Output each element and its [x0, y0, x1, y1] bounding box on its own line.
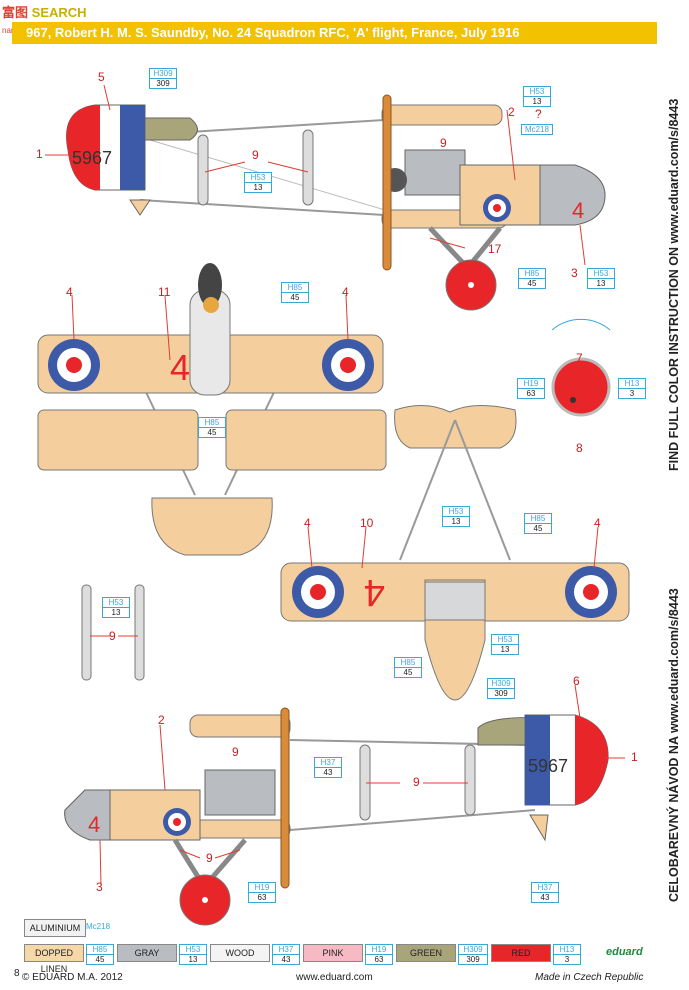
logo-char-2: 图 [15, 5, 29, 20]
legend-dopped-linen: DOPPED LINEN [24, 944, 84, 974]
page-number: 8 [14, 968, 20, 979]
callout-4-b: 4 [342, 285, 349, 299]
struts-front-view [81, 584, 145, 681]
callout-17: 17 [488, 242, 502, 256]
callout-9-bottom: 9 [413, 775, 420, 789]
brand-logo: eduard [606, 946, 643, 958]
legend-pink: PINK [303, 944, 363, 962]
callout-5: 5 [98, 70, 105, 84]
marking-bottom: 4 [88, 812, 100, 837]
callout-9-gear: 9 [206, 851, 213, 865]
callout-3-top: 3 [571, 266, 578, 280]
callout-9-struts: 9 [109, 629, 116, 643]
callout-9-top: 9 [252, 148, 259, 162]
marking-top: 4 [572, 198, 584, 223]
callout-6: 6 [573, 674, 580, 688]
made-in: Made in Czech Republic [535, 972, 644, 983]
legend-wood: WOOD [210, 944, 270, 962]
side-view-left [64, 707, 609, 926]
callout-question: ? [535, 107, 542, 121]
copyright: © EDUARD M.A. 2012 [22, 972, 123, 983]
plan-lower-wing [280, 404, 630, 701]
marking-plan-top: 4 [170, 347, 190, 388]
callout-2-bottom: 2 [158, 713, 165, 727]
code-mc218: Mc218 [521, 124, 553, 135]
watermark-logo: 富图 SEARCH [2, 2, 87, 21]
marking-plan-bottom: 4 [364, 571, 385, 613]
legend-green: GREEN [396, 944, 456, 962]
callout-4-c: 4 [304, 516, 311, 530]
plan-upper-wing [37, 263, 387, 556]
callout-4-d: 4 [594, 516, 601, 530]
callout-1-bottom: 1 [631, 750, 638, 764]
legend-gray: GRAY [117, 944, 177, 962]
serial-bottom: 5967 [528, 756, 568, 776]
callout-7: 7 [576, 351, 583, 365]
callout-11: 11 [158, 285, 171, 299]
logo-char-1: 富 [2, 5, 16, 20]
wheel-detail [551, 318, 611, 417]
logo-text: SEARCH [31, 5, 87, 20]
serial-top: 5967 [72, 148, 112, 168]
callout-9-bottom-engine: 9 [232, 745, 239, 759]
callout-8: 8 [576, 441, 583, 455]
callout-4-a: 4 [66, 285, 73, 299]
legend-red: RED [491, 944, 551, 962]
callout-3-bottom: 3 [96, 880, 103, 894]
callout-10: 10 [360, 516, 374, 530]
callout-9-engine: 9 [440, 136, 447, 150]
website: www.eduard.com [296, 972, 373, 983]
page-title: 967, Robert H. M. S. Saundby, No. 24 Squ… [12, 22, 657, 44]
callout-2-top: 2 [508, 105, 515, 119]
callout-1-top: 1 [36, 147, 43, 161]
legend-aluminium-code: Mc218 [86, 922, 111, 931]
legend-aluminium: ALUMINIUM [24, 919, 86, 937]
